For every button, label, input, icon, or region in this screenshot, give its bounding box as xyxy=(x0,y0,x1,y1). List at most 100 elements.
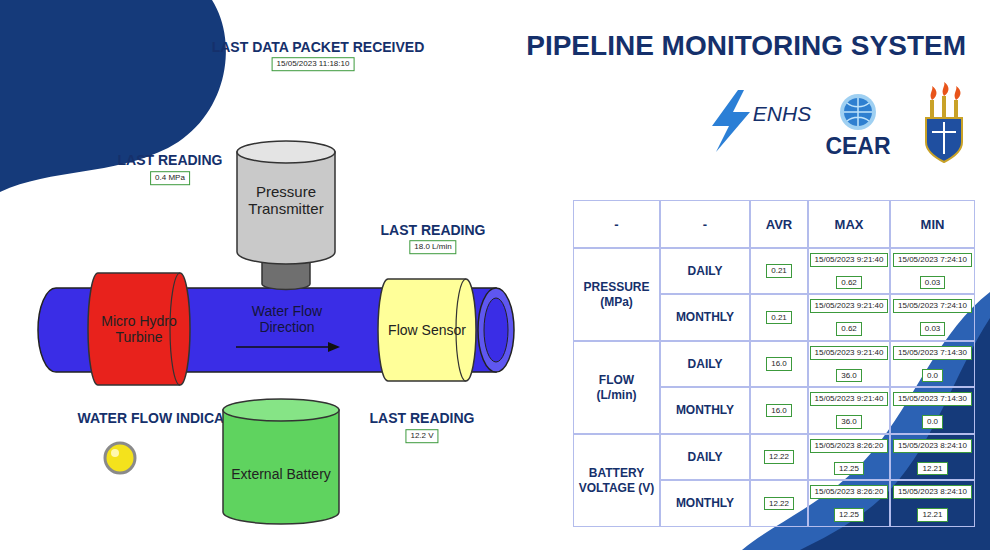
min-value: 12.21 xyxy=(917,462,947,476)
cear-logo xyxy=(840,94,876,130)
average-value: 12.22 xyxy=(764,497,794,511)
average-value: 0.21 xyxy=(766,264,792,278)
band-body xyxy=(88,273,190,385)
cylinder-top xyxy=(223,399,339,421)
table-cell: MONTHLY xyxy=(660,480,750,527)
pipe-bore xyxy=(484,298,508,362)
table-cell: 12.22 xyxy=(750,480,808,527)
max-value: 12.25 xyxy=(834,462,864,476)
table-cell: 16.0 xyxy=(750,387,808,434)
component-label: Flow Sensor xyxy=(388,322,466,338)
row-header: BATTERY VOLTAGE (V) xyxy=(579,466,655,496)
cylinder-body xyxy=(223,410,339,524)
table-cell: 15/05/2023 9:21:40 36.0 xyxy=(808,387,890,434)
timestamp: 15/05/2023 8:26:20 xyxy=(810,485,889,499)
timestamp: 15/05/2023 9:21:40 xyxy=(810,346,889,360)
timestamp: 15/05/2023 9:21:40 xyxy=(810,392,889,406)
average-value: 0.21 xyxy=(766,311,792,325)
timestamp: 15/05/2023 8:24:10 xyxy=(893,439,972,453)
timestamp: 15/05/2023 8:26:20 xyxy=(810,439,889,453)
table-cell: DAILY xyxy=(660,248,750,294)
average-value: 12.22 xyxy=(764,450,794,464)
corner-blob xyxy=(800,318,990,550)
table-cell: 15/05/2023 8:24:10 12.21 xyxy=(890,434,975,480)
timestamp: 15/05/2023 7:14:30 xyxy=(893,346,972,360)
value-box: 18.0 L/min xyxy=(409,240,456,254)
period-label: DAILY xyxy=(688,450,723,465)
pipe-end xyxy=(478,288,514,372)
table-header: - xyxy=(614,217,618,232)
university-crest xyxy=(926,82,962,162)
flow-arrow xyxy=(236,346,330,348)
heading: LAST READING xyxy=(370,410,475,426)
average-value: 16.0 xyxy=(766,357,792,371)
heading: LAST READING xyxy=(381,222,486,238)
component-label: Micro Hydro Turbine xyxy=(100,313,178,345)
cylinder-component: External Battery xyxy=(222,398,340,524)
table-cell: 15/05/2023 7:14:300.0 xyxy=(890,387,975,434)
period-label: MONTHLY xyxy=(676,496,734,511)
table-cell: FLOW (L/min) xyxy=(573,341,660,434)
table-cell: PRESSURE (MPa) xyxy=(573,248,660,341)
component-label: Pressure Transmitter xyxy=(242,183,330,218)
table-header: AVR xyxy=(766,217,792,232)
table-cell: 15/05/2023 9:21:40 36.0 xyxy=(808,341,890,387)
corner-blob xyxy=(742,292,990,550)
water-flow-indicator-lamp xyxy=(105,443,135,473)
row-header: FLOW (L/min) xyxy=(579,373,655,403)
average-value: 16.0 xyxy=(766,404,792,418)
shape-outline xyxy=(222,398,340,524)
cylinder-component: Pressure Transmitter xyxy=(236,140,336,290)
pipe-band-component: Flow Sensor xyxy=(378,278,476,382)
table-header: - xyxy=(703,217,707,232)
table-cell: AVR xyxy=(750,200,808,248)
table-cell: - xyxy=(660,200,750,248)
min-value: 12.21 xyxy=(917,508,947,522)
band-edge xyxy=(170,273,180,385)
table-cell: MONTHLY xyxy=(660,294,750,341)
table-cell: 16.0 xyxy=(750,341,808,387)
flow-arrowhead xyxy=(328,342,340,352)
min-value: 0.0 xyxy=(922,415,943,429)
max-value: 0.62 xyxy=(836,322,862,336)
table-header: MIN xyxy=(921,217,945,232)
table-cell: BATTERY VOLTAGE (V) xyxy=(573,434,660,527)
table-cell: 15/05/2023 9:21:40 0.62 xyxy=(808,294,890,341)
timestamp: 15/05/2023 9:21:40 xyxy=(810,253,889,267)
heading: LAST READING xyxy=(118,152,223,168)
table-cell: MIN xyxy=(890,200,975,248)
timestamp: 15/05/2023 8:24:10 xyxy=(893,485,972,499)
logo-text: CEAR xyxy=(825,133,890,160)
period-label: DAILY xyxy=(688,357,723,372)
cylinder-top xyxy=(237,141,335,163)
period-label: DAILY xyxy=(688,264,723,279)
value-box: 15/05/2023 11:18:10 xyxy=(272,57,355,71)
table-cell: 0.21 xyxy=(750,248,808,294)
min-value: 0.03 xyxy=(920,322,946,336)
timestamp: 15/05/2023 7:24:10 xyxy=(893,253,972,267)
max-value: 36.0 xyxy=(836,369,862,383)
period-label: MONTHLY xyxy=(676,310,734,325)
logo-text: ENHS xyxy=(753,102,811,126)
max-value: 36.0 xyxy=(836,415,862,429)
table-cell: 15/05/2023 9:21:400.62 xyxy=(808,248,890,294)
table-cell: 15/05/2023 7:24:100.03 xyxy=(890,294,975,341)
band-body xyxy=(378,279,476,381)
table-cell: DAILY xyxy=(660,434,750,480)
table-cell: 0.21 xyxy=(750,294,808,341)
min-value: 0.03 xyxy=(920,276,946,290)
table-cell: 15/05/2023 8:24:10 12.21 xyxy=(890,480,975,527)
heading: LAST DATA PACKET RECEIVED xyxy=(212,39,425,55)
table-header: MAX xyxy=(835,217,864,232)
table-cell: MONTHLY xyxy=(660,387,750,434)
timestamp: 15/05/2023 9:21:40 xyxy=(810,299,889,313)
table-cell: MAX xyxy=(808,200,890,248)
table-cell: 15/05/2023 8:26:2012.25 xyxy=(808,480,890,527)
table-cell: 15/05/2023 7:14:300.0 xyxy=(890,341,975,387)
component-label: Water Flow Direction xyxy=(232,303,342,335)
component-label: External Battery xyxy=(231,466,331,482)
table-cell: DAILY xyxy=(660,341,750,387)
pipe-band-component: Micro Hydro Turbine xyxy=(88,272,190,386)
enhs-logo xyxy=(712,90,750,152)
